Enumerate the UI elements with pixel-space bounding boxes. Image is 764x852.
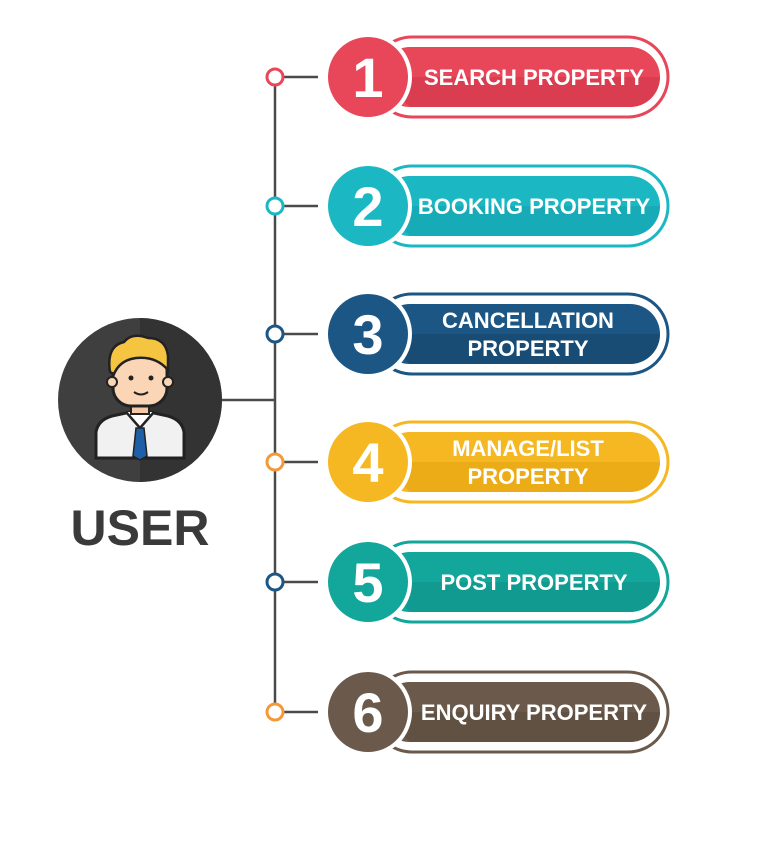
step-number: 3 <box>352 303 383 366</box>
pill-shade <box>380 462 660 492</box>
step-number: 1 <box>352 46 383 109</box>
number-circle <box>328 672 408 752</box>
user-avatar <box>58 318 222 482</box>
connector-dot <box>265 196 285 216</box>
pill-shade <box>380 334 660 364</box>
step-label-line-2: PROPERTY <box>467 336 588 361</box>
pill-shade <box>380 77 660 107</box>
step-label: POST PROPERTY <box>440 570 627 595</box>
step-4: 4 MANAGE/LIST PROPERTY <box>265 418 670 506</box>
step-2: 2 BOOKING PROPERTY <box>265 162 670 250</box>
pill-shade <box>380 712 660 742</box>
step-5: 5 POST PROPERTY <box>265 538 670 626</box>
step-label: SEARCH PROPERTY <box>424 65 644 90</box>
step-label-line-1: MANAGE/LIST <box>452 436 604 461</box>
connector-dot <box>265 324 285 344</box>
step-label: ENQUIRY PROPERTY <box>421 700 647 725</box>
step-number: 2 <box>352 175 383 238</box>
number-circle <box>328 542 408 622</box>
user-label: USER <box>71 500 210 556</box>
connector-dot <box>265 452 285 472</box>
step-3: 3 CANCELLATION PROPERTY <box>265 290 670 378</box>
step-1: 1 SEARCH PROPERTY <box>265 33 670 121</box>
step-label-line-1: CANCELLATION <box>442 308 614 333</box>
number-circle <box>328 37 408 117</box>
number-circle <box>328 166 408 246</box>
businessman-avatar-icon <box>94 334 186 461</box>
step-number: 5 <box>352 551 383 614</box>
number-circle <box>328 294 408 374</box>
step-label: BOOKING PROPERTY <box>418 194 651 219</box>
pill-shade <box>380 206 660 236</box>
step-label-line-2: PROPERTY <box>467 464 588 489</box>
step-number: 6 <box>352 681 383 744</box>
number-circle <box>328 422 408 502</box>
step-number: 4 <box>352 431 383 494</box>
steps-layer: 1 SEARCH PROPERTY 2 BOOKING PROPERTY 3 CANCEL… <box>265 33 670 756</box>
connector-dot <box>265 67 285 87</box>
step-6: 6 ENQUIRY PROPERTY <box>265 668 670 756</box>
connector-dot <box>265 572 285 592</box>
pill-shade <box>380 582 660 612</box>
connector-dot <box>265 702 285 722</box>
